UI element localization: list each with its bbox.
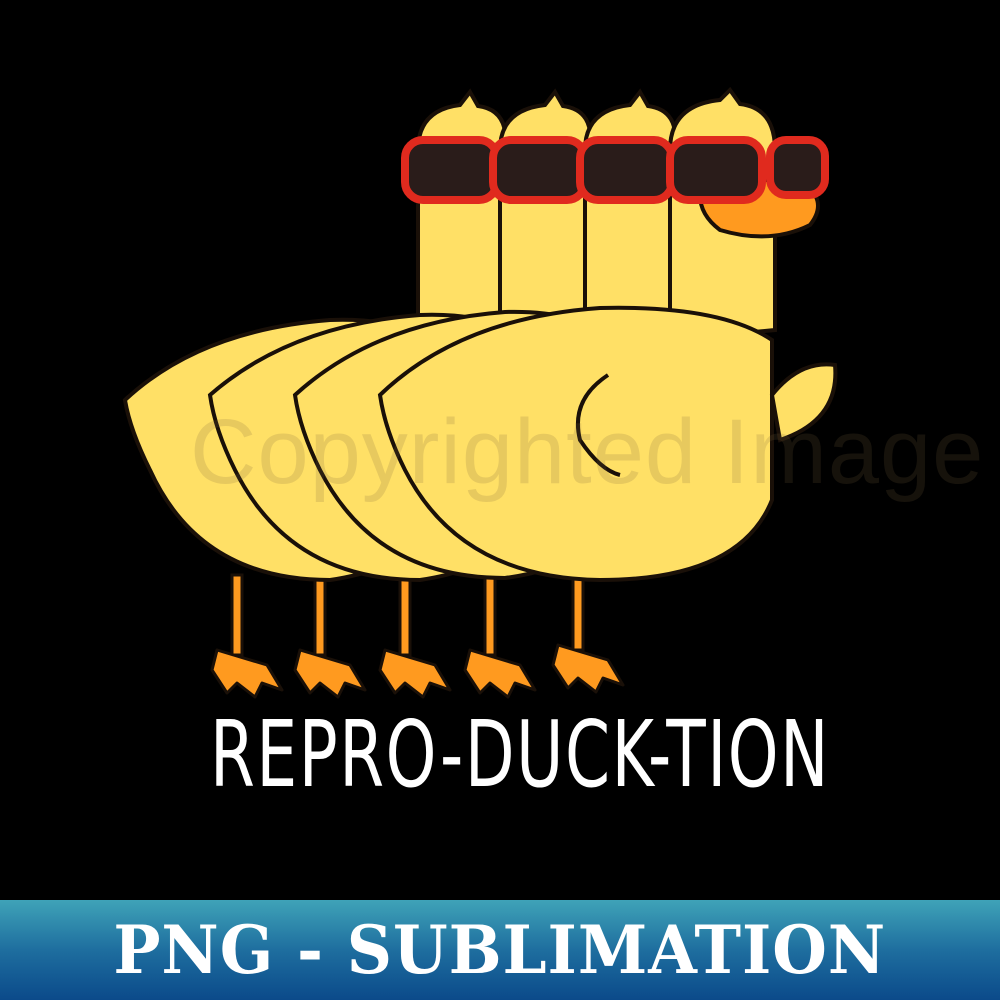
banner-label: PNG - SUBLIMATION: [113, 911, 887, 989]
sunglasses: [401, 136, 829, 204]
caption-text: REPRO-DUCK-TION: [209, 701, 831, 808]
duck-feet: [210, 568, 625, 699]
duck-bodies: [122, 305, 838, 583]
format-banner: PNG - SUBLIMATION: [0, 900, 1000, 1000]
duck-illustration: [122, 86, 838, 699]
